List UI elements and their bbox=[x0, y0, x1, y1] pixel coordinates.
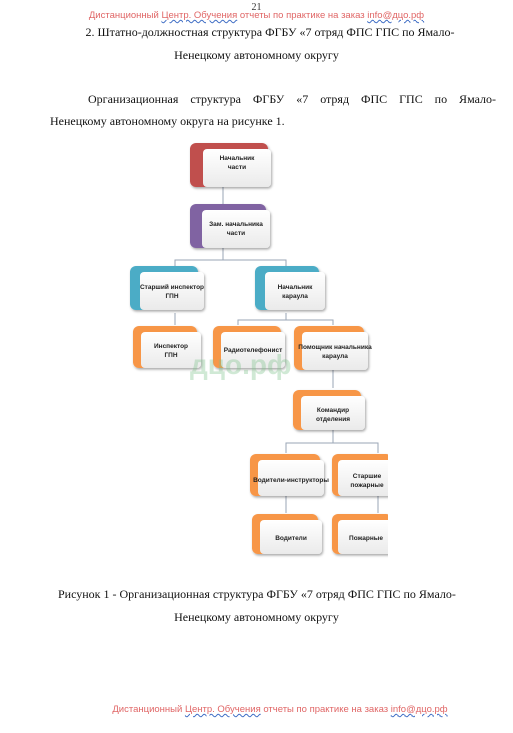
org-node-driver-instructors-label: Водители-инструкторы bbox=[253, 477, 329, 484]
watermark-text: Дистанционный bbox=[88, 10, 162, 21]
diagram-watermark: дцо.рф bbox=[190, 349, 291, 380]
org-node-firefighters bbox=[332, 514, 388, 554]
org-node-drivers-label: Водители bbox=[275, 535, 307, 542]
paragraph-text: Организационная структура ФГБУ «7 отряд … bbox=[88, 92, 496, 106]
figure-caption-continued: Ненецкому автономному округу bbox=[174, 610, 339, 624]
org-node-driver-instructors bbox=[250, 454, 324, 496]
org-node-deputy bbox=[190, 204, 270, 248]
watermark-link: Центр. Обучения bbox=[184, 704, 261, 715]
org-node-drivers bbox=[252, 514, 322, 554]
watermark-bottom: Дистанционный Центр. Обучения отчеты по … bbox=[0, 704, 513, 715]
org-node-firefighters-label: Пожарные bbox=[349, 535, 383, 542]
page-number: 21 bbox=[251, 2, 262, 13]
org-node-assistant-watch-commander bbox=[294, 326, 368, 370]
section-heading-continued: Ненецкому автономному округу bbox=[174, 48, 339, 62]
watermark-top: Дистанционный Центр. Обучения отчеты по … bbox=[0, 10, 513, 21]
org-node-squad-commander bbox=[293, 390, 365, 430]
org-node-inspector bbox=[133, 326, 201, 368]
watermark-text: Дистанционный bbox=[112, 704, 185, 715]
watermark-text: отчеты по практике на заказ bbox=[260, 704, 391, 715]
org-node-radio-operator bbox=[213, 326, 285, 368]
watermark-link: Центр. Обучения bbox=[161, 10, 238, 21]
org-node-senior-firefighters bbox=[332, 454, 388, 496]
org-node-watch-commander bbox=[255, 266, 325, 310]
section-heading: 2. Штатно-должностная структура ФГБУ «7 … bbox=[85, 25, 455, 39]
org-node-radio-operator-label: Радиотелефонист bbox=[224, 347, 283, 354]
org-node-senior-inspector bbox=[130, 266, 204, 310]
org-node-chief bbox=[190, 143, 271, 187]
watermark-email: info@дцо.рф bbox=[390, 704, 448, 715]
connector-lines bbox=[174, 186, 379, 513]
figure-caption: Рисунок 1 - Организационная структура ФГ… bbox=[58, 587, 456, 601]
watermark-text: отчеты по практике на заказ bbox=[237, 10, 368, 21]
paragraph-text-continued: Ненецкому автономному округа на рисунке … bbox=[50, 114, 285, 128]
watermark-email: info@дцо.рф bbox=[367, 10, 425, 21]
